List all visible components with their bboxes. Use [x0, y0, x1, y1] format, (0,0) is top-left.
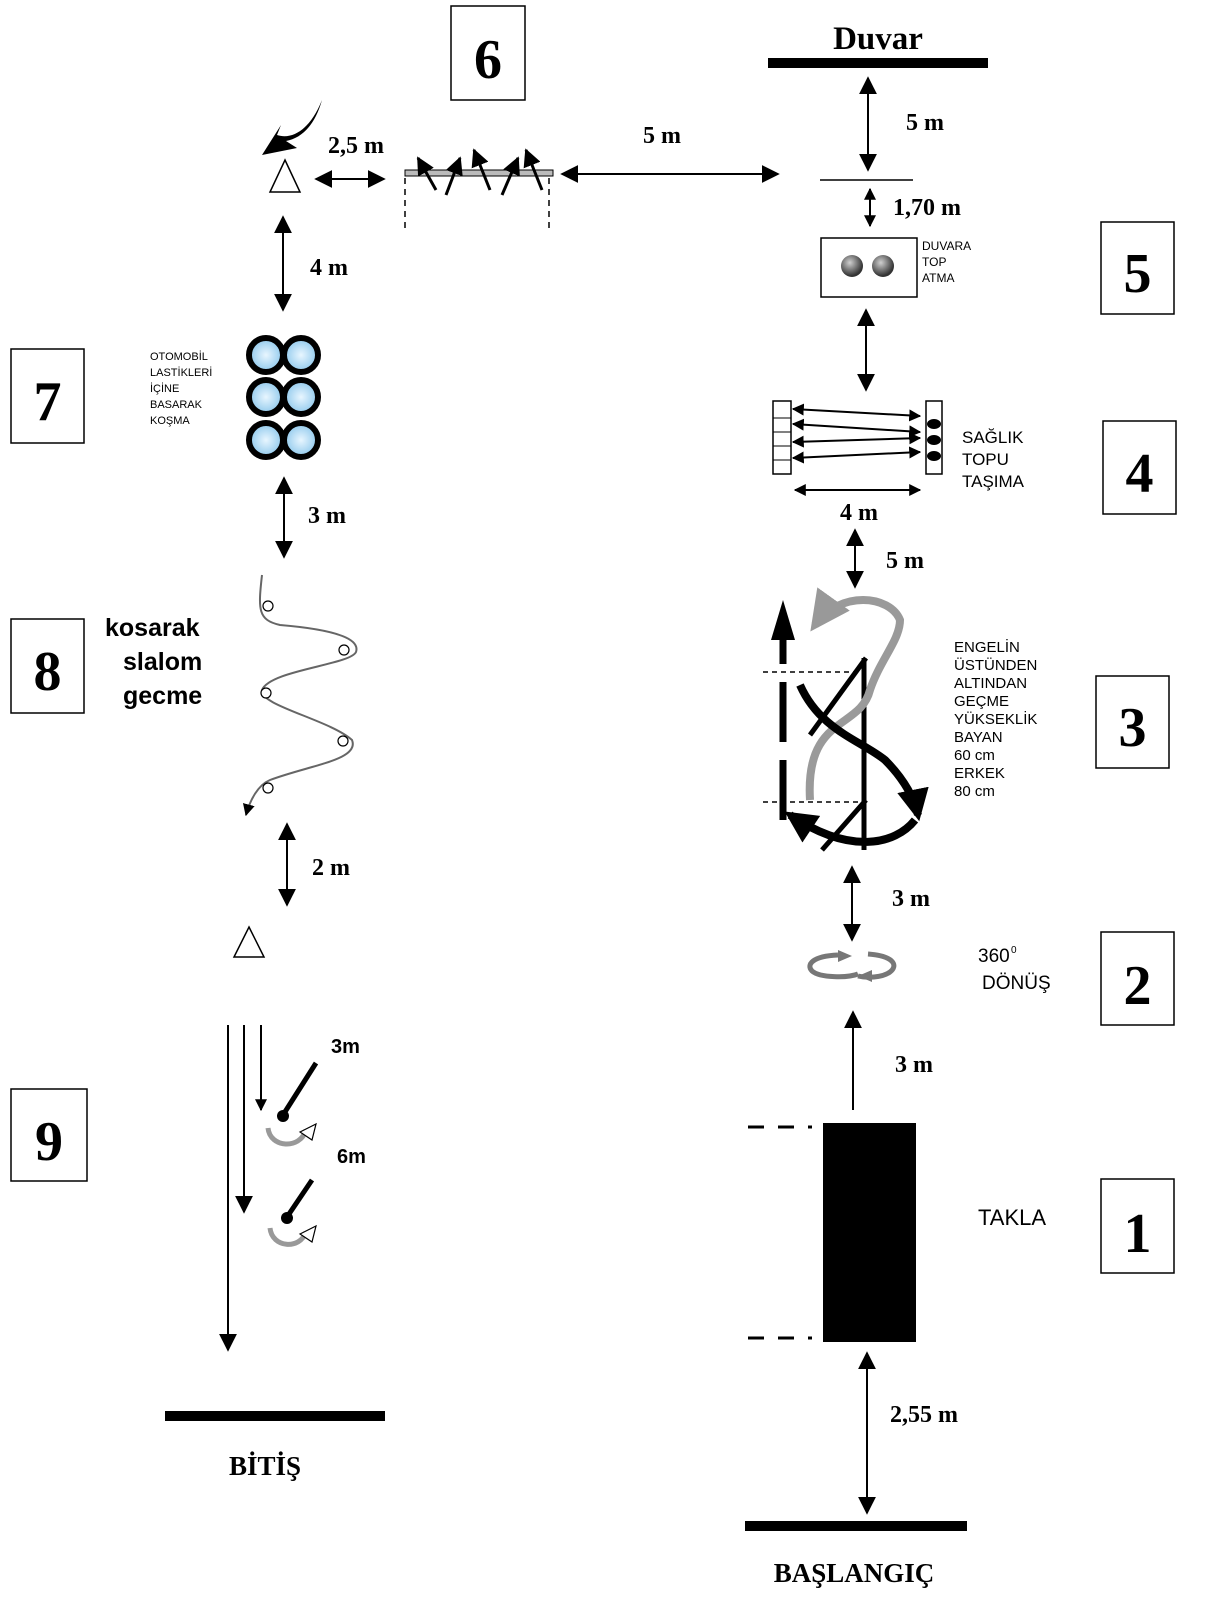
cone-to-tires-distance: 4 m [310, 255, 348, 281]
station-8-label-3: gecme [123, 682, 202, 710]
hurdle-diagram [763, 587, 929, 852]
mat-to-spin-distance: 3 m [895, 1052, 933, 1078]
ladder-diagram [404, 148, 554, 232]
slalom-to-cone-distance: 2 m [312, 855, 350, 881]
wall-top-bar [768, 58, 988, 68]
hurdle-to-carry-distance: 5 m [886, 548, 924, 574]
station-box-6: 6 [450, 5, 526, 101]
line-to-ladder-distance: 5 m [643, 123, 681, 149]
start-bar [745, 1521, 967, 1531]
station-2-label: DÖNÜŞ [982, 973, 1051, 994]
station-number-1: 1 [1124, 1203, 1152, 1265]
station-box-8: 8 [10, 618, 85, 714]
pole-1-distance: 3m [331, 1036, 360, 1058]
station-8-label-1: kosarak [105, 614, 200, 642]
station-box-3: 3 [1095, 675, 1170, 769]
wall-top-label: Duvar [833, 21, 923, 57]
spin-to-hurdle-distance: 3 m [892, 886, 930, 912]
station-box-2: 2 [1100, 931, 1175, 1026]
station-2-degrees: 360 [978, 946, 1010, 967]
svg-text:ERKEK: ERKEK [954, 765, 1005, 782]
pole-2-icon [267, 1178, 317, 1247]
station-number-4: 4 [1126, 443, 1154, 505]
svg-text:BAYAN: BAYAN [954, 729, 1003, 746]
turn-arrow-icon [262, 100, 322, 155]
station-box-4: 4 [1102, 420, 1177, 515]
cone-top-icon [268, 158, 302, 193]
svg-text:ENGELİN: ENGELİN [954, 638, 1020, 656]
tires-to-slalom-distance: 3 m [308, 503, 346, 529]
svg-text:OTOMOBİL: OTOMOBİL [150, 350, 208, 363]
svg-text:BASARAK: BASARAK [150, 399, 203, 411]
svg-text:60 cm: 60 cm [954, 747, 995, 764]
carry-width-distance: 4 m [840, 500, 878, 526]
spin-icon [807, 950, 897, 982]
start-label: BAŞLANGIÇ [774, 1558, 935, 1588]
station-3-label: ENGELİN ÜSTÜNDEN ALTINDAN GEÇME YÜKSEKLİ… [954, 638, 1037, 800]
station-2-degree-mark: 0 [1011, 945, 1017, 956]
station-number-5: 5 [1124, 243, 1152, 305]
sprint-arrows [219, 1025, 267, 1352]
station-box-9: 9 [10, 1088, 88, 1182]
station-5-label-3: ATMA [922, 271, 954, 285]
wall-to-line-distance: 5 m [906, 110, 944, 136]
svg-text:ALTINDAN: ALTINDAN [954, 675, 1027, 692]
station-number-3: 3 [1119, 697, 1147, 759]
wall-throw-box [820, 237, 918, 298]
start-to-mat-distance: 2,55 m [890, 1402, 958, 1428]
svg-text:YÜKSEKLİK: YÜKSEKLİK [954, 710, 1037, 728]
station-number-6: 6 [474, 29, 502, 91]
slalom-diagram [242, 574, 358, 817]
svg-text:ÜSTÜNDEN: ÜSTÜNDEN [954, 656, 1037, 674]
cone-to-ladder-distance: 2,5 m [328, 133, 384, 159]
station-5-label-1: DUVARA [922, 239, 971, 253]
station-number-9: 9 [35, 1111, 63, 1173]
station-number-2: 2 [1124, 955, 1152, 1017]
pole-1-icon [265, 1061, 319, 1147]
svg-text:GEÇME: GEÇME [954, 693, 1009, 710]
station-number-8: 8 [34, 641, 62, 703]
svg-text:İÇİNE: İÇİNE [150, 382, 179, 395]
svg-text:KOŞMA: KOŞMA [150, 415, 190, 427]
station-5-label-2: TOP [922, 255, 946, 269]
finish-label: BİTİŞ [229, 1451, 301, 1481]
tires-grid [246, 335, 321, 460]
station-box-1: 1 [1100, 1178, 1175, 1274]
svg-text:80 cm: 80 cm [954, 783, 995, 800]
station-4-label-1: SAĞLIK [962, 428, 1024, 447]
station-box-5: 5 [1100, 221, 1175, 315]
svg-text:LASTİKLERİ: LASTİKLERİ [150, 366, 212, 379]
station-8-label-2: slalom [123, 648, 202, 676]
station-7-label: OTOMOBİL LASTİKLERİ İÇİNE BASARAK KOŞMA [150, 350, 212, 427]
station-number-7: 7 [34, 371, 62, 433]
tumbling-mat [823, 1123, 916, 1342]
line-to-throw-distance: 1,70 m [893, 195, 961, 221]
finish-bar [165, 1411, 385, 1421]
station-4-label-2: TOPU [962, 450, 1009, 469]
station-4-label-3: TAŞIMA [962, 472, 1025, 491]
pole-2-distance: 6m [337, 1146, 366, 1168]
station-box-7: 7 [10, 348, 85, 444]
ball-carry-diagram [772, 400, 943, 475]
cone-bottom-icon [232, 925, 266, 958]
station-1-label: TAKLA [978, 1205, 1046, 1230]
